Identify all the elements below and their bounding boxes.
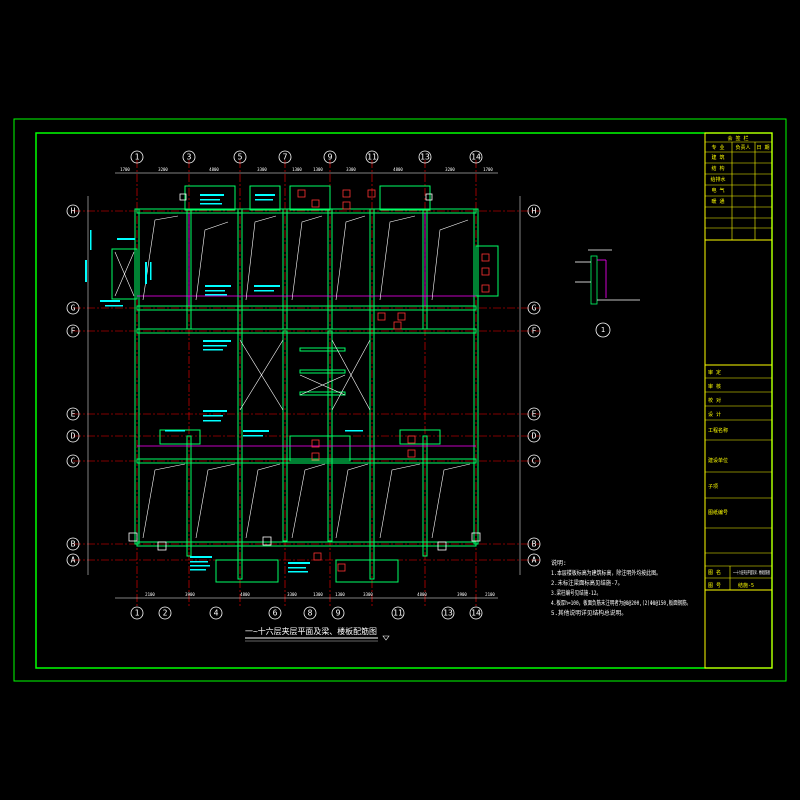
columns <box>128 193 481 551</box>
staff-design: 设 计 <box>708 411 721 418</box>
axis-left-A: A <box>71 556 76 565</box>
axis-left-B: B <box>71 540 76 549</box>
dim-top-6: 3300 <box>346 167 356 172</box>
dim-bottom-3: 3300 <box>287 592 297 597</box>
axis-bubbles-top <box>130 150 483 164</box>
axis-left-C: C <box>71 457 76 466</box>
drawing-name-value: 一~十六层夹层平面及梁、楼板配筋图 <box>733 569 770 576</box>
dim-bottom-5: 1300 <box>335 592 345 597</box>
notes-item-1: 1.本层楼板标高为建筑标高，除注明外均按此图。 <box>551 569 661 577</box>
staff-approve: 审 定 <box>708 369 721 376</box>
notes-item-5: 5.其他说明详见结构总说明。 <box>551 609 627 617</box>
axis-bottom-4: 4 <box>214 609 219 618</box>
section-mark: 1 <box>601 326 605 334</box>
outer-frame <box>13 118 787 682</box>
axis-right-C: C <box>532 457 537 466</box>
rebar-diagonals <box>114 215 471 539</box>
staff-check: 校 对 <box>708 397 721 404</box>
title-block <box>704 132 773 669</box>
dim-top-8: 3200 <box>445 167 455 172</box>
title-level-marker <box>382 635 390 641</box>
dim-top-0: 1700 <box>120 167 130 172</box>
dim-top-1: 3200 <box>158 167 168 172</box>
drawing-name-label: 图 名 <box>708 569 721 576</box>
dim-bottom-8: 3900 <box>457 592 467 597</box>
axis-right-F: F <box>532 327 537 336</box>
notes-item-3: 3.梁柱编号见结施-12。 <box>551 589 601 597</box>
subitem-label: 子项 <box>708 483 718 490</box>
dim-top-2: 4800 <box>209 167 219 172</box>
axis-left-E: E <box>71 410 76 419</box>
sign-row-plumbing: 给排水 <box>710 176 725 183</box>
axis-top-11: 11 <box>367 153 377 162</box>
dim-bottom-4: 1300 <box>313 592 323 597</box>
project-name-label: 工程名称 <box>708 427 728 434</box>
section-detail <box>575 249 640 338</box>
dim-top-9: 1700 <box>483 167 493 172</box>
sign-row-structure: 结 构 <box>711 165 724 172</box>
axis-top-7: 7 <box>283 153 288 162</box>
axis-left-D: D <box>71 432 76 441</box>
dim-bottom-6: 3300 <box>363 592 373 597</box>
axis-top-5: 5 <box>238 153 243 162</box>
axis-bubbles-bottom <box>130 606 483 620</box>
axis-right-H: H <box>532 207 537 216</box>
dim-bottom-9: 2100 <box>485 592 495 597</box>
drawing-title: 一~十六层夹层平面及梁、楼板配筋图 <box>245 626 377 636</box>
axis-bottom-13: 13 <box>443 609 453 618</box>
title-block-header: 会 签 栏 <box>727 135 748 142</box>
sign-col-header-person: 负责人 <box>735 144 750 151</box>
dim-bottom-0: 2100 <box>145 592 155 597</box>
axis-bottom-8: 8 <box>308 609 313 618</box>
axis-bottom-1: 1 <box>135 609 140 618</box>
section-tags <box>297 189 490 572</box>
annotations <box>85 194 363 573</box>
axis-top-9: 9 <box>328 153 333 162</box>
axis-right-E: E <box>532 410 537 419</box>
dimension-lines <box>87 172 521 599</box>
walls <box>111 185 499 583</box>
drawing-code-label: 图纸编号 <box>708 509 728 516</box>
axis-bottom-14: 14 <box>471 609 481 618</box>
drawing-no-label: 图 号 <box>708 583 721 589</box>
dim-top-5: 1300 <box>313 167 323 172</box>
staff-review: 审 核 <box>708 383 721 390</box>
notes-heading: 说明: <box>551 559 567 567</box>
sign-row-architecture: 建 筑 <box>711 154 724 161</box>
dim-top-4: 1300 <box>292 167 302 172</box>
axis-bottom-2: 2 <box>163 609 168 618</box>
axis-bubbles-right <box>527 204 541 567</box>
dim-top-3: 3300 <box>257 167 267 172</box>
axis-bottom-9: 9 <box>336 609 341 618</box>
sign-col-header-discipline: 专 业 <box>711 144 724 151</box>
dim-bottom-2: 4800 <box>240 592 250 597</box>
axis-left-G: G <box>71 304 76 313</box>
axis-right-D: D <box>532 432 537 441</box>
axis-top-1: 1 <box>135 153 140 162</box>
dim-bottom-7: 4800 <box>417 592 427 597</box>
axis-grid <box>73 160 540 608</box>
axis-top-13: 13 <box>420 153 430 162</box>
axis-top-3: 3 <box>187 153 192 162</box>
axis-bottom-11: 11 <box>393 609 403 618</box>
sign-row-electrical: 电 气 <box>711 187 724 194</box>
sign-col-header-date: 日 期 <box>756 145 769 151</box>
client-label: 建设单位 <box>708 457 728 464</box>
beam-lines <box>137 213 476 447</box>
axis-left-H: H <box>71 207 76 216</box>
sign-row-hvac: 暖 通 <box>711 198 724 205</box>
axis-top-14: 14 <box>471 153 481 162</box>
dim-bottom-1: 3900 <box>185 592 195 597</box>
axis-right-B: B <box>532 540 537 549</box>
drawing-no-value: 结施-5 <box>738 582 754 589</box>
notes-item-4: 4.板厚h=100，板面负筋未注明者为@8@200,(2)Φ8@150,板面钢筋… <box>551 599 691 607</box>
axis-bubbles-left <box>66 204 80 567</box>
axis-right-A: A <box>532 556 537 565</box>
dim-top-7: 4800 <box>393 167 403 172</box>
axis-right-G: G <box>532 304 537 313</box>
axis-bottom-6: 6 <box>273 609 278 618</box>
notes-item-2: 2.未标注梁面标高见结施-7。 <box>551 579 623 587</box>
axis-left-F: F <box>71 327 76 336</box>
